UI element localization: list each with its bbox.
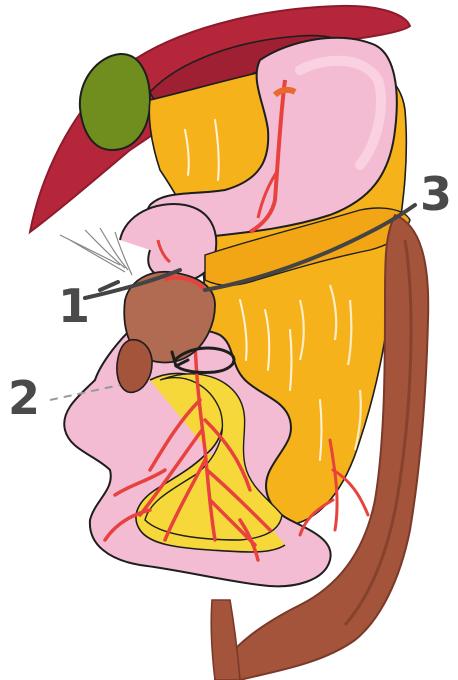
callout-label-2: 2	[8, 371, 40, 425]
callout-label-1: 1	[58, 279, 90, 333]
callout-label-3: 3	[420, 167, 452, 221]
